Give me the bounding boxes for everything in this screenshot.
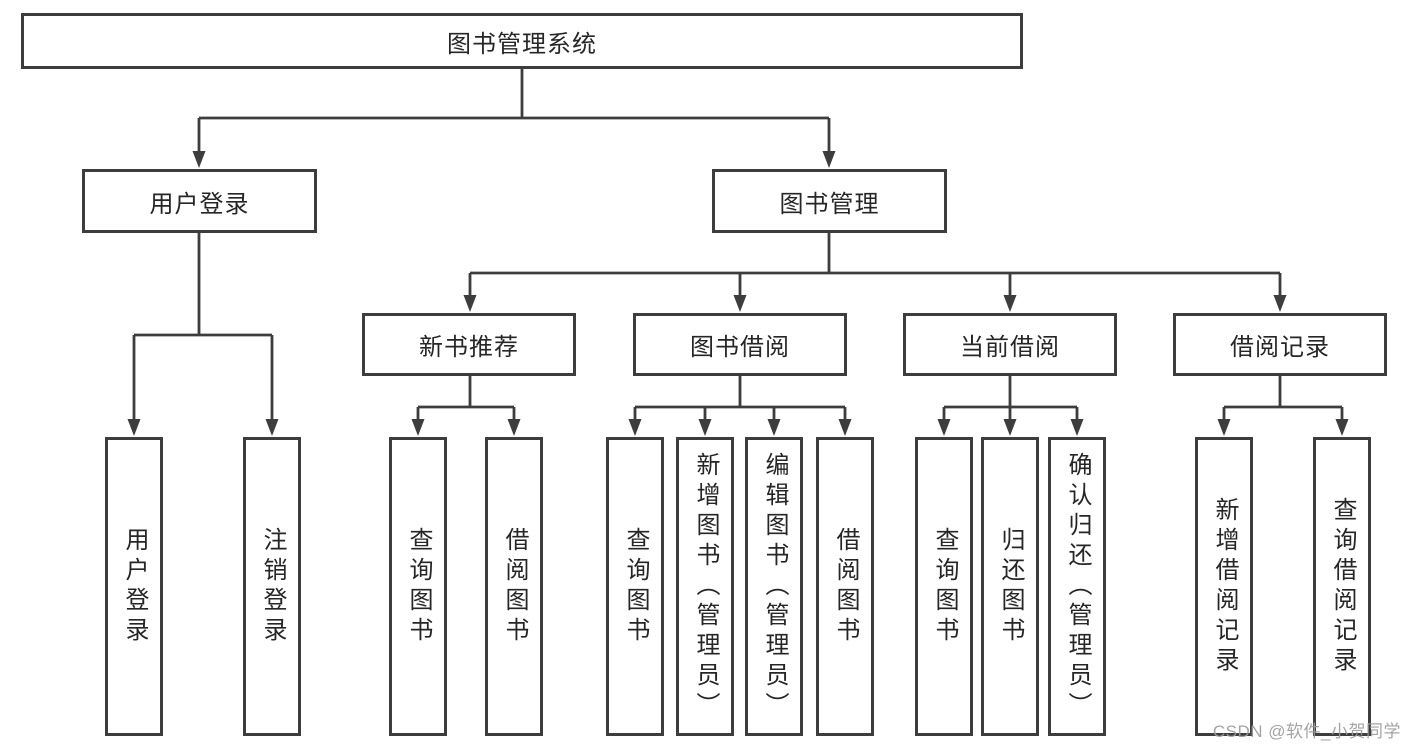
leaf-label: 新增借阅记录 <box>1211 496 1238 677</box>
arrowhead <box>1335 419 1349 436</box>
arrowhead <box>1070 419 1084 436</box>
node-new-book-recommend: 新书推荐 <box>362 313 576 376</box>
leaf-label: 确认归还（管理员） <box>1064 451 1091 722</box>
leaf-label: 新增图书（管理员） <box>692 451 719 722</box>
leaf-label: 用户登录 <box>121 526 148 647</box>
node-label: 图书借阅 <box>690 334 790 361</box>
arrowhead <box>192 151 206 168</box>
leaf-user-login: 用户登录 <box>105 437 163 736</box>
arrowhead <box>733 295 747 312</box>
node-label: 当前借阅 <box>960 334 1060 361</box>
arrowhead <box>1273 295 1287 312</box>
leaf-label: 查询图书 <box>405 526 432 647</box>
arrowhead <box>265 419 279 436</box>
node-book-management: 图书管理 <box>712 169 947 233</box>
arrowhead <box>628 419 642 436</box>
arrowhead <box>127 419 141 436</box>
arrowhead <box>822 151 836 168</box>
arrowhead <box>411 419 425 436</box>
node-label: 借阅记录 <box>1230 334 1330 361</box>
leaf-records-query-record: 查询借阅记录 <box>1313 437 1371 736</box>
node-label: 新书推荐 <box>419 334 519 361</box>
arrowhead <box>937 419 951 436</box>
leaf-label: 注销登录 <box>259 526 286 647</box>
leaf-label: 查询图书 <box>622 526 649 647</box>
node-label: 图书管理 <box>779 190 880 218</box>
node-label: 用户登录 <box>149 190 250 218</box>
arrowhead <box>507 419 521 436</box>
arrowhead <box>1217 419 1231 436</box>
leaf-newbook-query-books: 查询图书 <box>389 437 447 736</box>
leaf-label: 借阅图书 <box>501 526 528 647</box>
leaf-current-query-books: 查询图书 <box>915 437 973 736</box>
leaf-borrow-query-books: 查询图书 <box>606 437 664 736</box>
watermark-csdn: CSDN @软件_小贺同学 <box>1212 722 1401 741</box>
leaf-label: 查询借阅记录 <box>1329 496 1356 677</box>
leaf-borrow-edit-books-admin: 编辑图书（管理员） <box>745 437 803 736</box>
node-book-borrow: 图书借阅 <box>633 313 847 376</box>
node-user-login: 用户登录 <box>82 169 317 233</box>
node-current-borrow: 当前借阅 <box>903 313 1117 376</box>
node-borrow-records: 借阅记录 <box>1173 313 1387 376</box>
leaf-current-confirm-return-admin: 确认归还（管理员） <box>1048 437 1106 736</box>
leaf-borrow-borrow-books: 借阅图书 <box>816 437 874 736</box>
leaf-newbook-borrow-books: 借阅图书 <box>485 437 543 736</box>
arrowhead <box>1003 295 1017 312</box>
leaf-current-return-books: 归还图书 <box>981 437 1039 736</box>
node-label: 图书管理系统 <box>447 30 597 58</box>
node-library-management-system: 图书管理系统 <box>21 13 1023 69</box>
arrowhead <box>767 419 781 436</box>
arrowhead <box>1003 419 1017 436</box>
leaf-records-add-record: 新增借阅记录 <box>1195 437 1253 736</box>
leaf-label: 归还图书 <box>997 526 1024 647</box>
arrowhead <box>838 419 852 436</box>
leaf-label: 借阅图书 <box>832 526 859 647</box>
leaf-logout: 注销登录 <box>243 437 301 736</box>
arrowhead <box>698 419 712 436</box>
leaf-borrow-add-books-admin: 新增图书（管理员） <box>676 437 734 736</box>
leaf-label: 编辑图书（管理员） <box>761 451 788 722</box>
leaf-label: 查询图书 <box>931 526 958 647</box>
arrowhead <box>463 295 477 312</box>
